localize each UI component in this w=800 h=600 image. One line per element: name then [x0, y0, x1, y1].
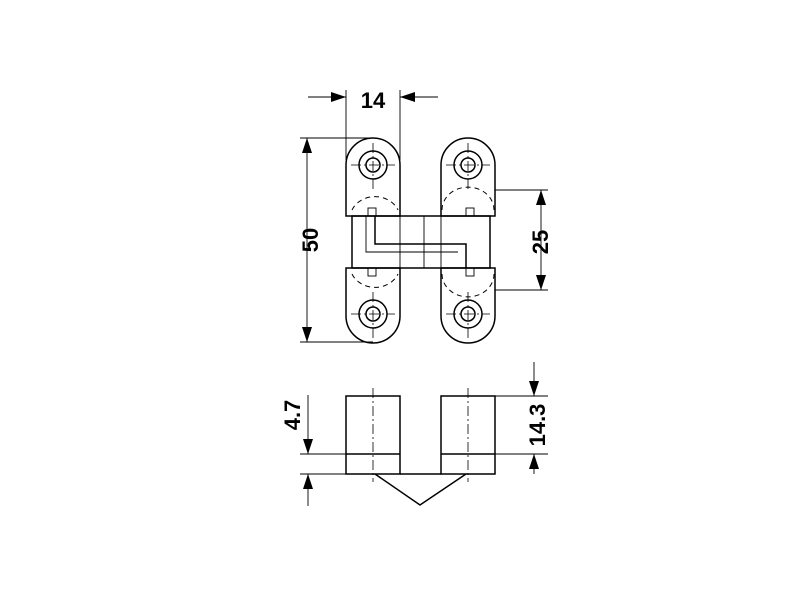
dimension-label-plate-depth: 4.7 [280, 400, 305, 431]
dimension-label-spacing: 25 [528, 230, 553, 254]
leaf-bottom-left [345, 267, 401, 344]
leaf-top-right [440, 137, 496, 217]
leaf-bottom-right [440, 267, 496, 344]
dimension-width-top: 14 [308, 88, 438, 160]
dimension-hole-spacing: 25 [495, 189, 553, 291]
dimension-label-width: 14 [361, 88, 386, 113]
dimension-height-overall: 50 [298, 137, 373, 343]
side-view [345, 388, 496, 506]
leaf-top-left [345, 137, 401, 217]
top-view [345, 137, 496, 344]
hinge-link-body [351, 215, 491, 269]
dimension-plate-depth: 4.7 [280, 395, 346, 506]
side-link-profile [374, 473, 467, 506]
dimension-label-total-depth: 14.3 [525, 404, 550, 447]
dimension-total-depth: 14.3 [495, 362, 550, 474]
dimension-label-height: 50 [298, 228, 323, 252]
link-arm-line [374, 216, 467, 268]
